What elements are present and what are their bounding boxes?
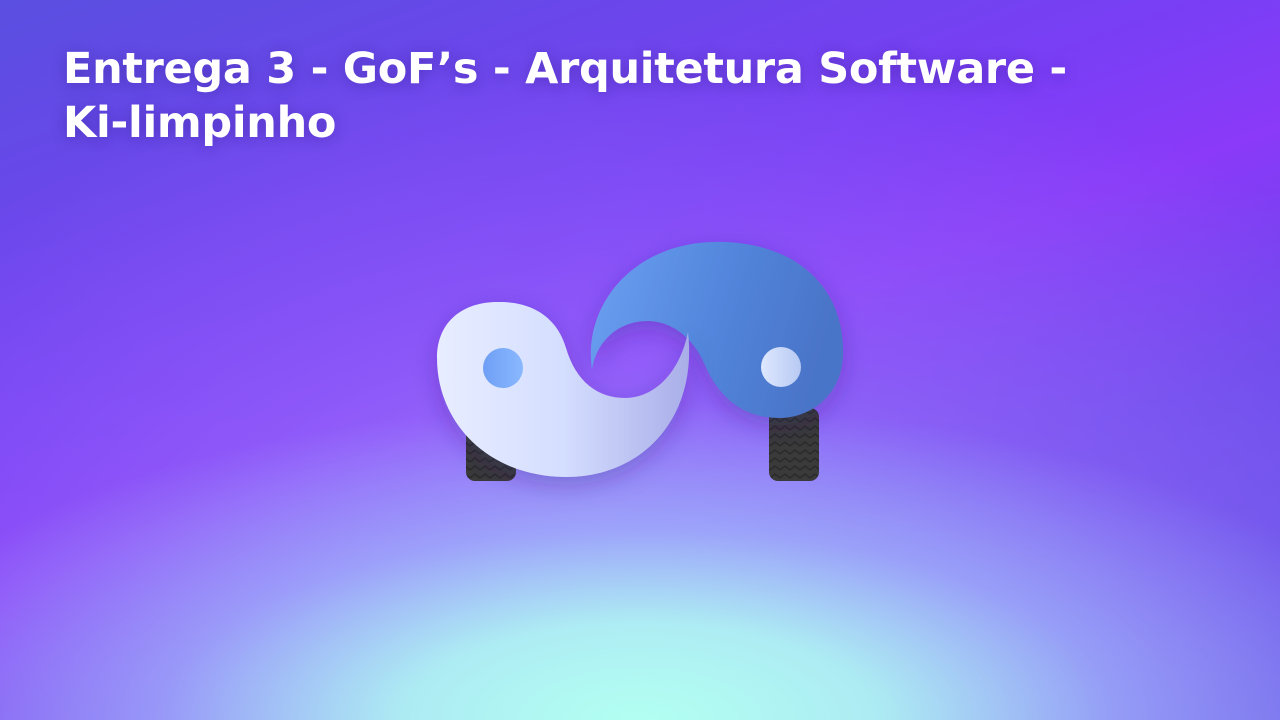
blue-swirl bbox=[590, 241, 844, 418]
left-headlight bbox=[483, 348, 523, 388]
slide-title: Entrega 3 - GoF’s - Arquitetura Software… bbox=[63, 44, 1067, 148]
car-yin-yang-logo-icon bbox=[420, 228, 860, 498]
white-swirl bbox=[437, 301, 690, 478]
right-headlight bbox=[761, 347, 801, 387]
right-tire bbox=[769, 408, 819, 481]
